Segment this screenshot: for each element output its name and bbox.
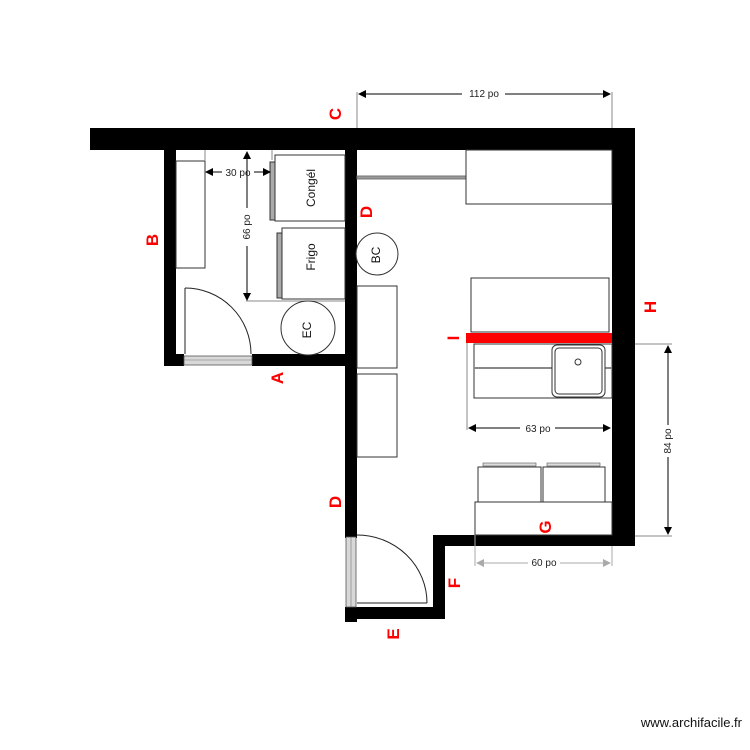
dim-top-width: 112 po	[469, 89, 499, 100]
wall-right-h	[612, 128, 635, 546]
wall-bottom-a	[164, 354, 184, 366]
dim-bottom-counter-width: 60 po	[531, 558, 556, 569]
door-entrance[interactable]	[356, 534, 428, 604]
island-top	[470, 277, 610, 333]
wall-bottom-a-right	[252, 354, 357, 366]
walls	[90, 128, 635, 622]
fridge-handle	[276, 232, 283, 299]
top-right-cabinet	[465, 149, 613, 205]
window-a	[183, 355, 253, 366]
top-shelf	[356, 175, 467, 180]
wall-label-f: F	[445, 578, 464, 588]
water-heater-label: EC	[300, 321, 314, 338]
wall-label-b: B	[143, 234, 162, 246]
bc-label: BC	[369, 246, 383, 263]
door-left-room[interactable]	[184, 287, 252, 355]
wall-label-i: I	[444, 336, 463, 341]
windows	[183, 355, 357, 608]
water-heater	[280, 300, 336, 356]
wall-bottom-e	[345, 607, 445, 619]
appliance-2	[542, 466, 606, 503]
wall-bottom-g	[433, 535, 635, 546]
wall-left-b	[164, 150, 176, 366]
wall-top	[90, 128, 635, 150]
dim-left-room-width: 30 po	[225, 168, 250, 179]
wall-label-h: H	[641, 301, 660, 313]
freezer-handle	[269, 161, 276, 221]
dim-counter-width: 63 po	[525, 424, 550, 435]
counter-edge-i	[466, 333, 612, 343]
bc-circle	[355, 232, 399, 276]
wall-label-g: G	[536, 520, 555, 533]
wall-label-e: E	[384, 628, 403, 639]
left-cabinet-2	[356, 373, 398, 458]
doors	[184, 287, 428, 604]
shelf-left	[175, 160, 206, 269]
kitchen-furniture	[355, 149, 613, 536]
wall-label-d-top: D	[357, 206, 376, 218]
dim-right-height: 84 po	[663, 428, 674, 453]
watermark: www.archifacile.fr	[640, 715, 742, 730]
wall-f	[433, 535, 445, 619]
fridge	[281, 227, 346, 300]
appliance-1	[477, 466, 542, 503]
freezer	[274, 154, 346, 222]
sink-drain	[574, 358, 582, 366]
fridge-label: Frigo	[304, 243, 318, 271]
wall-divider-d	[345, 150, 357, 538]
wall-label-a: A	[268, 372, 287, 384]
wall-label-c: C	[326, 108, 345, 120]
wall-left-e-stub	[345, 607, 357, 622]
dimensions	[205, 90, 672, 567]
left-room-furniture	[175, 150, 346, 356]
sink-inner	[554, 347, 603, 395]
bottom-counter	[474, 501, 613, 536]
wall-label-d-bottom: D	[326, 496, 345, 508]
dim-left-room-depth: 66 po	[242, 214, 253, 239]
left-cabinet-1	[356, 285, 398, 369]
freezer-label: Congél	[304, 169, 318, 207]
